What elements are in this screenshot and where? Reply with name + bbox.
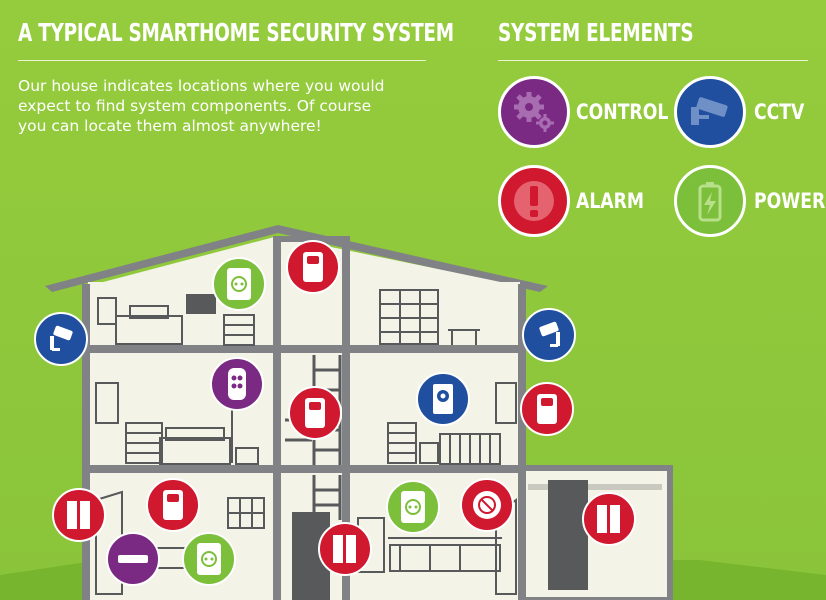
power-socket-pin — [386, 480, 440, 534]
motion-sensor-icon — [303, 252, 323, 282]
plug-icon — [197, 543, 221, 575]
keypad-icon — [118, 555, 148, 563]
control-label: CONTROL — [576, 100, 669, 124]
power-legend-circle — [674, 165, 746, 237]
door-contact-pin — [318, 522, 372, 576]
elements-title: SYSTEM ELEMENTS — [498, 18, 694, 47]
camera-icon — [539, 321, 560, 347]
intro-text: Our house indicates locations where you … — [18, 77, 385, 135]
motion-sensor-icon — [537, 394, 557, 424]
motion-sensor-pin — [520, 382, 574, 436]
cctv-legend-circle — [674, 76, 746, 148]
title-rule — [18, 60, 426, 61]
control-panel-pin — [106, 532, 160, 586]
smoke-detector-pin — [460, 478, 514, 532]
door-contact-icon — [597, 505, 620, 533]
door-contact-pin — [582, 492, 636, 546]
cctv-camera-pin — [522, 308, 576, 362]
door-contact-icon — [67, 501, 90, 529]
title-rule — [498, 60, 808, 61]
camera-icon — [691, 97, 728, 125]
exclamation-icon — [514, 181, 554, 221]
indoor-camera-pin — [416, 372, 470, 426]
power-label: POWER — [754, 189, 826, 213]
motion-sensor-icon — [163, 490, 183, 520]
motion-sensor-icon — [305, 398, 325, 428]
camera-icon — [50, 325, 73, 351]
camera-icon — [433, 384, 453, 414]
motion-sensor-pin — [288, 386, 342, 440]
main-title: A TYPICAL SMARTHOME SECURITY SYSTEM — [18, 18, 454, 47]
control-legend-circle — [498, 76, 570, 148]
plug-icon — [401, 491, 425, 523]
door-contact-icon — [333, 535, 356, 563]
power-socket-pin — [182, 532, 236, 586]
plug-icon — [227, 268, 251, 300]
motion-sensor-pin — [146, 478, 200, 532]
battery-icon — [698, 182, 722, 222]
control-remote-pin — [210, 357, 264, 411]
cctv-camera-pin — [34, 312, 88, 366]
alarm-label: ALARM — [576, 189, 645, 213]
power-socket-pin — [212, 257, 266, 311]
gears-icon — [514, 92, 554, 132]
door-contact-pin — [52, 488, 106, 542]
alarm-legend-circle — [498, 165, 570, 237]
key-fob-icon — [228, 368, 246, 400]
cctv-label: CCTV — [754, 100, 805, 124]
motion-sensor-pin — [286, 240, 340, 294]
smoke-detector-icon — [473, 491, 501, 519]
